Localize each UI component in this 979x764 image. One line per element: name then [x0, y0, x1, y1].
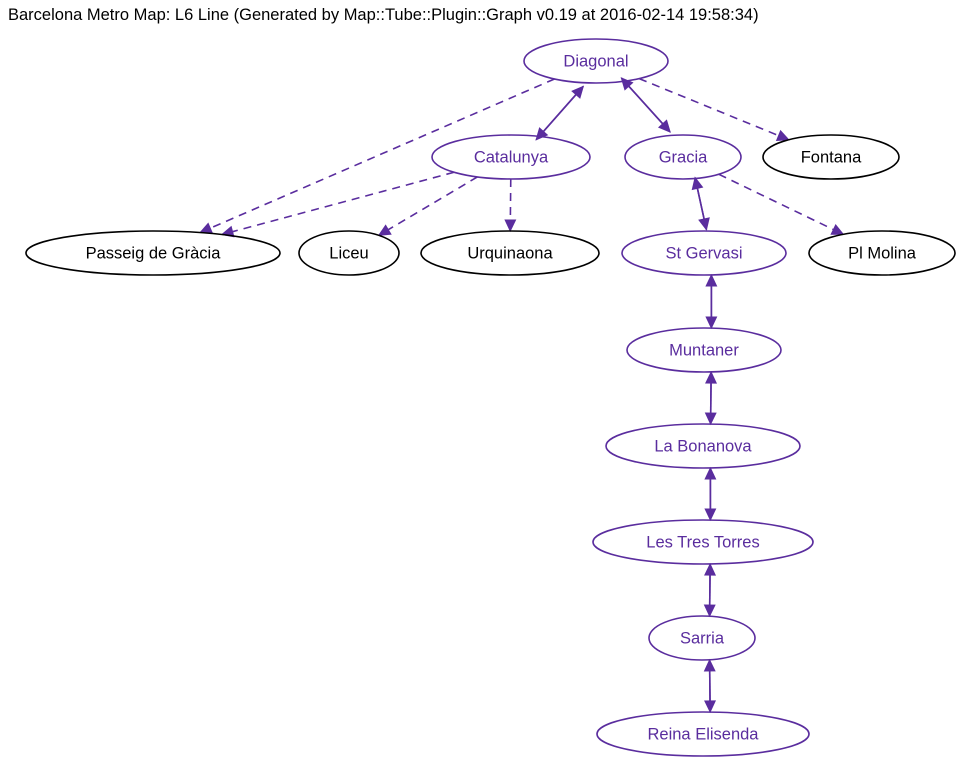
graph-node-gracia[interactable]: Gracia	[624, 134, 742, 180]
node-ellipse-reinaelisenda	[596, 711, 810, 757]
node-ellipse-passeig	[25, 230, 281, 276]
graph-edge-stgervasi-to-gracia	[696, 188, 708, 230]
node-label-urquinaona: Urquinaona	[467, 244, 553, 262]
node-ellipse-lestrestorres	[592, 519, 814, 565]
node-ellipse-plmolina	[808, 230, 956, 276]
graph-edge-diagonal-to-fontana	[638, 77, 779, 137]
arrowhead-icon	[703, 658, 716, 672]
node-label-catalunya: Catalunya	[474, 148, 549, 166]
page-title: Barcelona Metro Map: L6 Line (Generated …	[8, 6, 759, 24]
node-label-sarria: Sarria	[680, 629, 725, 647]
edges-layer	[199, 77, 845, 714]
graph-edge-catalunya-to-diagonal	[535, 94, 577, 141]
graph-node-urquinaona[interactable]: Urquinaona	[420, 230, 600, 276]
arrowhead-icon	[705, 370, 718, 384]
graph-node-plmolina[interactable]: Pl Molina	[808, 230, 956, 276]
node-ellipse-urquinaona	[420, 230, 600, 276]
node-ellipse-liceu	[298, 230, 400, 276]
graph-node-labonanova[interactable]: La Bonanova	[605, 423, 801, 469]
node-ellipse-stgervasi	[621, 230, 787, 276]
node-ellipse-fontana	[762, 134, 900, 180]
graph-node-fontana[interactable]: Fontana	[762, 134, 900, 180]
graph-node-diagonal[interactable]: Diagonal	[523, 38, 669, 84]
graph-edge-catalunya-to-liceu	[387, 176, 478, 231]
graph-node-passeig[interactable]: Passeig de Gràcia	[25, 230, 281, 276]
arrowhead-icon	[704, 466, 717, 480]
node-label-fontana: Fontana	[801, 148, 862, 166]
graph-node-sarria[interactable]: Sarria	[648, 615, 756, 661]
graph-node-reinaelisenda[interactable]: Reina Elisenda	[596, 711, 810, 757]
arrowhead-icon	[377, 224, 392, 236]
arrowhead-icon	[830, 223, 845, 235]
node-label-passeig: Passeig de Gràcia	[86, 244, 222, 262]
graph-node-muntaner[interactable]: Muntaner	[626, 327, 782, 373]
graph-edge-gracia-to-diagonal	[628, 85, 671, 133]
graph-node-catalunya[interactable]: Catalunya	[431, 134, 591, 180]
arrowhead-icon	[571, 85, 585, 99]
node-label-liceu: Liceu	[329, 244, 368, 262]
graph-node-liceu[interactable]: Liceu	[298, 230, 400, 276]
graph-node-lestrestorres[interactable]: Les Tres Torres	[592, 519, 814, 565]
arrowhead-icon	[199, 222, 214, 234]
arrowhead-icon	[775, 129, 790, 141]
node-ellipse-labonanova	[605, 423, 801, 469]
node-label-labonanova: La Bonanova	[654, 437, 752, 455]
node-ellipse-catalunya	[431, 134, 591, 180]
arrowhead-icon	[705, 273, 718, 287]
node-label-lestrestorres: Les Tres Torres	[646, 533, 759, 551]
graph-node-stgervasi[interactable]: St Gervasi	[621, 230, 787, 276]
node-label-reinaelisenda: Reina Elisenda	[648, 725, 760, 743]
node-label-stgervasi: St Gervasi	[665, 244, 742, 262]
node-ellipse-gracia	[624, 134, 742, 180]
node-label-gracia: Gracia	[659, 148, 708, 166]
node-ellipse-muntaner	[626, 327, 782, 373]
graph-edge-diagonal-to-passeig	[209, 78, 555, 229]
node-label-plmolina: Pl Molina	[848, 244, 917, 262]
arrowhead-icon	[504, 219, 517, 233]
graph-edge-catalunya-to-passeig	[232, 171, 455, 233]
arrowhead-icon	[691, 176, 704, 191]
arrowhead-icon	[704, 562, 717, 576]
graph-edge-gracia-to-plmolina	[718, 173, 834, 231]
node-ellipse-diagonal	[523, 38, 669, 84]
node-ellipse-sarria	[648, 615, 756, 661]
node-label-muntaner: Muntaner	[669, 341, 739, 359]
node-label-diagonal: Diagonal	[563, 52, 628, 70]
